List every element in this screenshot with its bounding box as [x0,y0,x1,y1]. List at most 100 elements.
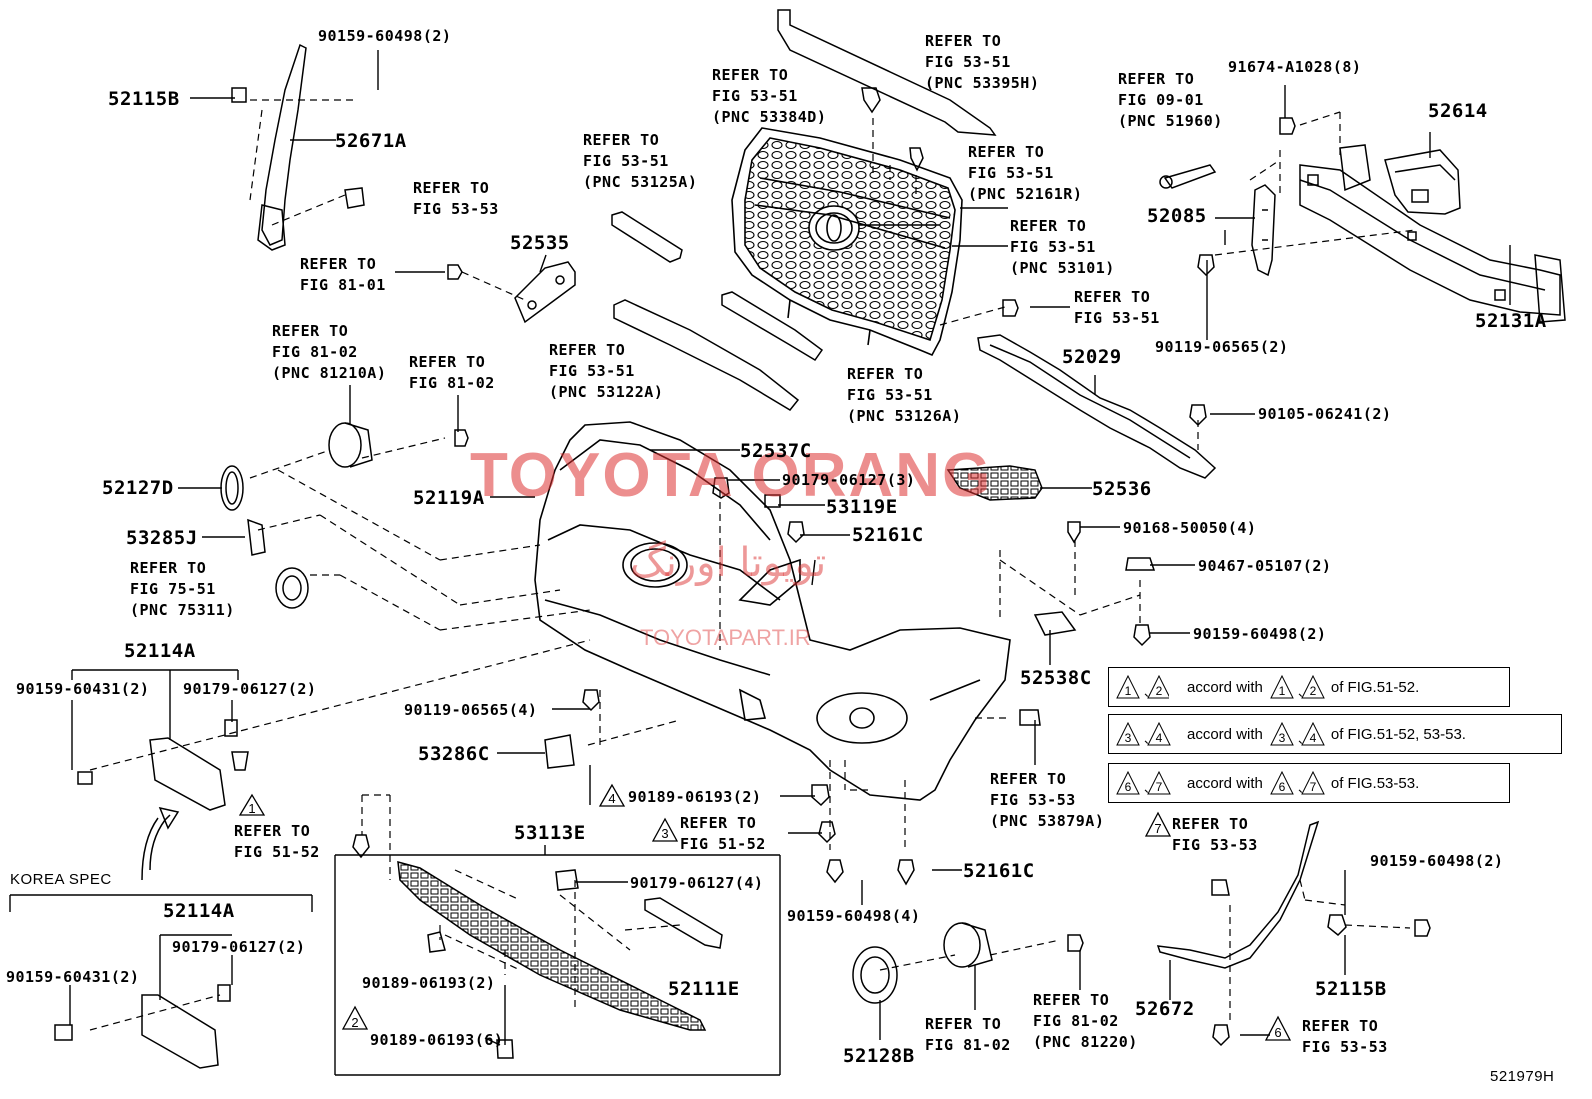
svg-text:3: 3 [1279,731,1286,745]
reference-note: REFER TO FIG 53-51 (PNC 53395H) [925,32,1040,92]
reference-note: REFER TO FIG 53-51 (PNC 53384D) [712,66,827,126]
svg-text:1: 1 [1125,684,1132,698]
part-label: 90159-60498(2) [318,27,452,45]
svg-text:6: 6 [1125,780,1132,794]
part-label: 52131A [1475,310,1547,332]
part-label: 90179-06127(3) [782,471,916,489]
reference-note: REFER TO FIG 51-52 [680,814,766,853]
legend-suffix: of FIG.53-53. [1330,774,1420,792]
alignment-lines [89,99,1416,1031]
reference-note: REFER TO FIG 53-53 (PNC 53879A) [990,770,1105,830]
svg-text:2: 2 [1156,684,1163,698]
triangle-4: 4 [608,791,615,806]
reference-note: REFER TO FIG 81-02 (PNC 81210A) [272,322,387,382]
part-label: 90189-06193(2) [362,974,496,992]
stay-52085 [1251,184,1276,277]
legend-triangles-ref: 3 、 4 [1270,721,1325,746]
part-label: 52672 [1135,998,1195,1020]
part-label: 52119A [413,487,485,509]
triangle-2: 2 [351,1015,358,1030]
reference-note: REFER TO FIG 81-02 [925,1015,1011,1054]
reference-note: REFER TO FIG 81-02 (PNC 81220) [1033,991,1138,1051]
part-label: 52114A [124,640,196,662]
reference-note: REFER TO FIG 53-53 [413,179,499,218]
legend-triangles-6-7: 6 、 7 [1116,770,1171,795]
bracket-52671A [231,43,365,251]
part-label: 52538C [1020,667,1092,689]
part-label: 90159-60498(2) [1193,625,1327,643]
part-label: 90179-06127(4) [630,874,764,892]
part-label: 52671A [335,130,407,152]
legend-row-1: 1 、 2 accord with 1 、 2 of FIG.51-52. [1108,667,1510,707]
reference-note: REFER TO FIG 53-51 (PNC 53125A) [583,131,698,191]
reference-note: REFER TO FIG 81-02 [409,353,495,392]
svg-text:、: 、 [1144,732,1156,746]
side-bracket-52672 [1156,820,1431,1047]
leader-lines [9,50,1511,1076]
fog-lamp-parts-bottom [231,751,1084,1004]
watermark-persian: تویوتا اورنگ [630,540,827,586]
reference-note: REFER TO FIG 53-53 [1302,1017,1388,1056]
part-label: 90119-06565(2) [1155,338,1289,356]
grille-assembly [731,127,963,357]
legend-row-2: 3 、 4 accord with 3 、 4 of FIG.51-52, 53… [1108,714,1562,754]
lower-grille-53113E [397,860,723,1059]
diagram-id: 521979H [1490,1068,1555,1085]
part-label: 90159-60431(2) [16,680,150,698]
part-label: 52115B [1315,978,1387,1000]
part-label: 52536 [1092,478,1152,500]
tow-hook [1159,164,1217,189]
reference-note: REFER TO FIG 09-01 (PNC 51960) [1118,70,1223,130]
part-label: 52115B [108,88,180,110]
part-label: 53119E [826,496,898,518]
part-label: 52537C [740,440,812,462]
svg-text:6: 6 [1279,780,1286,794]
reference-note: REFER TO FIG 53-53 [1172,815,1258,854]
rail-52029 [977,334,1217,479]
part-label: 52614 [1428,100,1488,122]
part-label: 90179-06127(2) [183,680,317,698]
svg-text:7: 7 [1156,780,1163,794]
legend-row-3: 6 、 7 accord with 6 、 7 of FIG.53-53. [1108,763,1510,803]
part-label: 90179-06127(2) [172,938,306,956]
bracket-52535 [447,261,576,324]
reference-note: REFER TO FIG 75-51 (PNC 75311) [130,559,235,619]
license-bracket-52114A [54,719,238,1069]
part-label: 52128B [843,1045,915,1067]
legend-text: accord with [1187,725,1263,743]
part-label: 90119-06565(4) [404,701,538,719]
part-label: 90467-05107(2) [1198,557,1332,575]
part-label: 52161C [963,860,1035,882]
watermark-site: TOYOTAPART.IR [640,625,811,650]
watermark-brand: TOYOTA ORANG [470,441,993,510]
part-label: 52085 [1147,205,1207,227]
reinforcement-52131A [1299,144,1566,323]
part-label: 91674-A1028(8) [1228,58,1362,76]
part-label: 52114A [163,900,235,922]
part-label: 90189-06193(6) [370,1031,504,1049]
triangle-marks [238,783,1292,1041]
part-label: 52111E [668,978,740,1000]
reference-note: REFER TO FIG 53-51 (PNC 53126A) [847,365,962,425]
reference-note: REFER TO FIG 53-51 [1074,288,1160,327]
part-label: 90159-60498(4) [787,907,921,925]
reference-note: REFER TO FIG 81-01 [300,255,386,294]
legend-triangles-ref: 1 、 2 [1270,674,1325,699]
svg-text:4: 4 [1156,731,1163,745]
legend-text: accord with [1187,678,1263,696]
part-label: 52127D [102,477,174,499]
reference-note: REFER TO FIG 53-51 (PNC 52161R) [968,143,1083,203]
absorber-52614 [1384,149,1461,215]
part-label: 90159-60498(2) [1370,852,1504,870]
part-label: 90168-50050(4) [1123,519,1257,537]
svg-text:、: 、 [1298,685,1310,699]
svg-text:2: 2 [1310,684,1317,698]
part-label: 53113E [514,822,586,844]
fog-lamp-left [220,422,469,609]
part-label: 52029 [1062,346,1122,368]
legend-suffix: of FIG.51-52. [1330,678,1420,696]
upper-rails [611,9,997,411]
triangle-7: 7 [1154,821,1161,836]
reference-note: REFER TO FIG 53-51 (PNC 53122A) [549,341,664,401]
